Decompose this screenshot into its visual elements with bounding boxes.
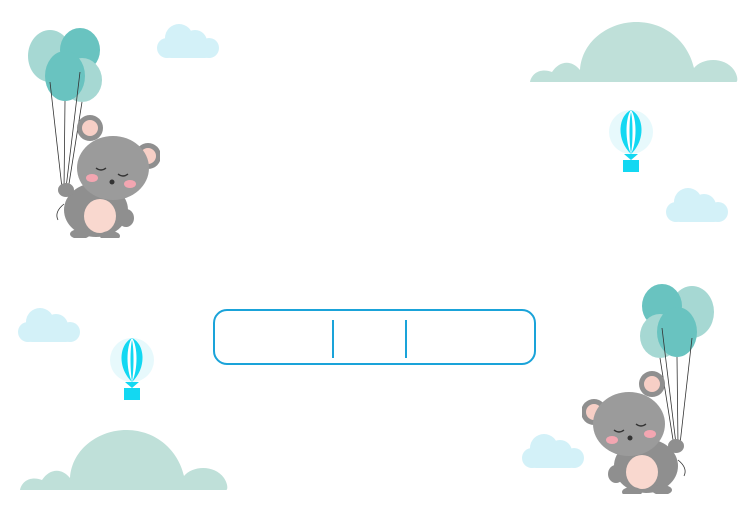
divider-left bbox=[332, 320, 334, 358]
cloud-icon bbox=[20, 430, 228, 490]
divider-right bbox=[405, 320, 407, 358]
hot-air-balloon-icon bbox=[608, 110, 654, 174]
cloud-icon bbox=[157, 24, 219, 58]
cloud-icon bbox=[18, 308, 80, 342]
cloud-icon bbox=[530, 22, 738, 82]
hot-air-balloon-icon bbox=[109, 338, 155, 402]
cloud-icon bbox=[522, 434, 584, 468]
mouse-with-balloons-icon bbox=[582, 284, 722, 494]
center-card bbox=[213, 309, 536, 365]
cloud-icon bbox=[666, 188, 728, 222]
mouse-with-balloons-icon bbox=[20, 28, 160, 238]
